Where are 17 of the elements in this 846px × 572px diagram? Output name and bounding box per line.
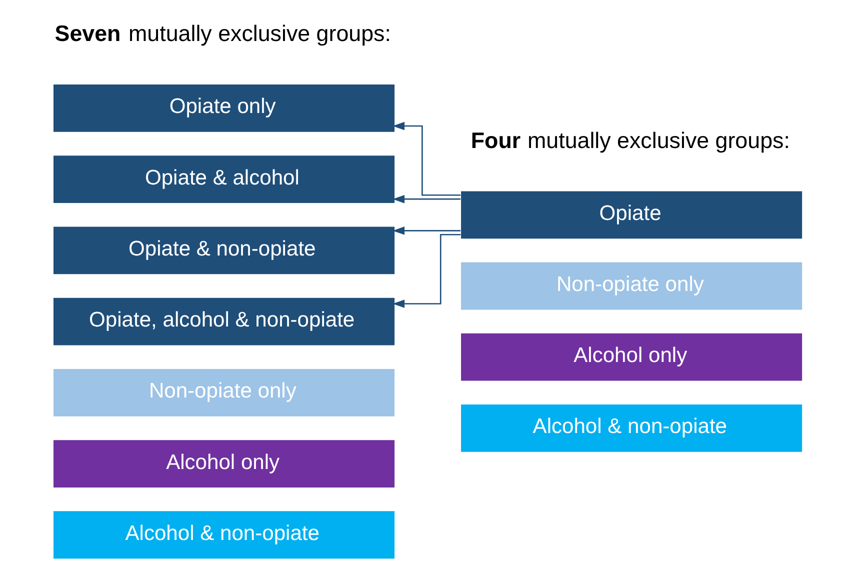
node-box: Opiate, alcohol & non-opiate (52, 298, 394, 346)
node-box: Non-opiate only (460, 262, 802, 310)
node-box: Alcohol only (460, 333, 802, 381)
node-box: Alcohol & non-opiate (52, 511, 394, 559)
node-box: Non-opiate only (52, 368, 394, 416)
arrow (392, 122, 460, 196)
arrow (392, 234, 460, 308)
arrow (392, 194, 460, 204)
node-box: Alcohol & non-opiate (460, 404, 802, 452)
arrow (392, 226, 460, 235)
node-box: Opiate & non-opiate (52, 226, 394, 274)
node-box: Opiate (460, 191, 802, 239)
node-box: Opiate & alcohol (52, 156, 394, 204)
node-box: Opiate only (52, 84, 394, 132)
label: Four mutually exclusive groups: (470, 128, 790, 153)
label: Seven mutually exclusive groups: (54, 21, 390, 46)
node-box: Alcohol only (52, 440, 394, 488)
